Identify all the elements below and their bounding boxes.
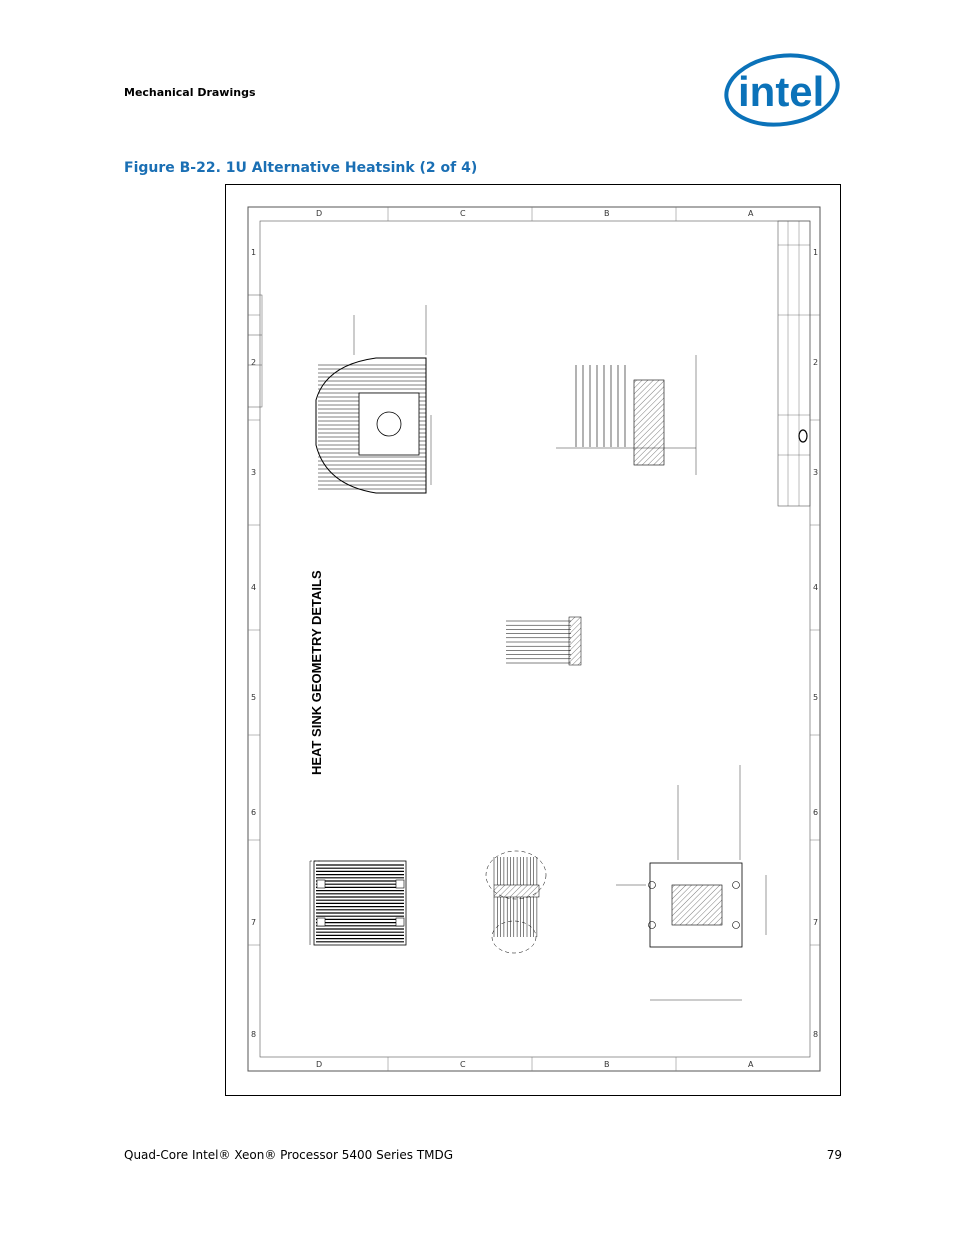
grid-number-right-6: 6 <box>813 808 818 817</box>
grid-number-right-2: 2 <box>813 358 818 367</box>
logo-wordmark: intel <box>738 68 824 115</box>
mechanical-drawing: D C B A D C B A 1 2 3 4 5 6 7 8 1 2 3 4 … <box>225 184 841 1096</box>
grid-number-left-3: 3 <box>251 468 256 477</box>
grid-number-left-7: 7 <box>251 918 256 927</box>
grid-number-right-5: 5 <box>813 693 818 702</box>
detail-a-fin-edge <box>556 355 697 475</box>
revision-block <box>247 294 263 408</box>
grid-letter-top-b: B <box>604 209 610 218</box>
grid-number-left-5: 5 <box>251 693 256 702</box>
grid-letter-top-c: C <box>460 209 466 218</box>
grid-letter-bottom-b: B <box>604 1060 610 1069</box>
grid-letter-top-d: D <box>316 209 322 218</box>
grid-number-left-1: 1 <box>251 248 256 257</box>
grid-letter-top-a: A <box>748 209 754 218</box>
grid-number-left-6: 6 <box>251 808 256 817</box>
grid-number-left-8: 8 <box>251 1030 256 1039</box>
footer-page-number: 79 <box>826 1148 842 1162</box>
grid-number-left-2: 2 <box>251 358 256 367</box>
grid-number-right-7: 7 <box>813 918 818 927</box>
grid-number-right-8: 8 <box>813 1030 818 1039</box>
grid-letter-bottom-d: D <box>316 1060 322 1069</box>
grid-number-right-4: 4 <box>813 583 818 592</box>
heatsink-top-view <box>309 860 407 946</box>
drawing-title: HEAT SINK GEOMETRY DETAILS <box>309 570 324 775</box>
grid-number-left-4: 4 <box>251 583 256 592</box>
base-plate-view <box>616 765 767 1001</box>
figure-title: Figure B-22. 1U Alternative Heatsink (2 … <box>124 160 478 176</box>
detail-e-fin-tips <box>506 616 582 666</box>
detail-b-fin-section <box>315 305 432 494</box>
footer-doc-title: Quad-Core Intel® Xeon® Processor 5400 Se… <box>124 1148 454 1162</box>
grid-letter-bottom-c: C <box>460 1060 466 1069</box>
grid-letter-bottom-a: A <box>748 1060 754 1069</box>
grid-number-right-1: 1 <box>813 248 818 257</box>
section-label: Mechanical Drawings <box>124 86 256 99</box>
grid-number-right-3: 3 <box>813 468 818 477</box>
title-block <box>777 220 811 507</box>
section-a-a <box>485 850 547 954</box>
intel-logo: intel <box>724 50 842 128</box>
